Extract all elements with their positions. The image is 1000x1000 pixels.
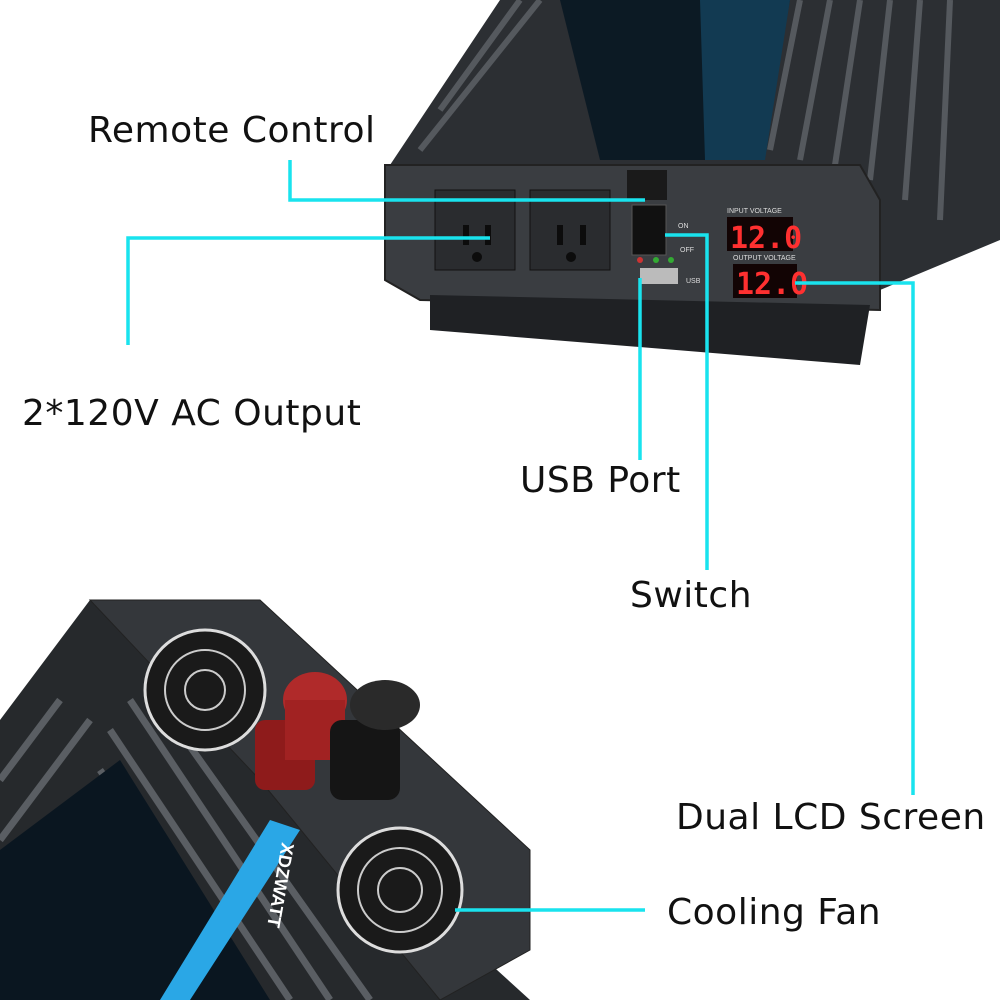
input-voltage-label: INPUT VOLTAGE xyxy=(727,208,782,215)
inverter-front-view: ON OFF USB INPUT VOLTAGE 12.0 OUTPUT VOL… xyxy=(384,0,1000,365)
remote-control-label: Remote Control xyxy=(88,110,376,151)
output-voltage-label: OUTPUT VOLTAGE xyxy=(733,255,796,262)
switch-off-label: OFF xyxy=(680,247,694,254)
ac-output-leader xyxy=(126,236,490,345)
input-voltage-display: 12.0 xyxy=(730,221,802,256)
callout-lines xyxy=(126,160,915,912)
cooling-fan-1 xyxy=(143,628,267,752)
ac-output-label: 2*120V AC Output xyxy=(22,393,362,434)
remote-control-leader xyxy=(288,160,645,202)
positive-terminal xyxy=(255,672,347,790)
inverter-rear-view: XDZWATT xyxy=(0,599,531,1000)
lcd-screen-label: Dual LCD Screen xyxy=(676,797,986,838)
remote-port xyxy=(627,170,667,200)
usb-port xyxy=(640,268,678,284)
lcd-screen-leader xyxy=(795,281,915,795)
usb-port-label: USB Port xyxy=(520,460,681,501)
cooling-fan-2 xyxy=(336,826,464,954)
negative-terminal xyxy=(330,680,420,800)
usb-label: USB xyxy=(686,278,701,285)
switch-label: Switch xyxy=(630,575,753,616)
brand-stripe xyxy=(160,820,300,1000)
cooling-fan-label: Cooling Fan xyxy=(667,892,882,933)
switch-on-label: ON xyxy=(678,223,689,230)
switch-leader xyxy=(665,233,709,570)
power-switch xyxy=(631,204,667,256)
